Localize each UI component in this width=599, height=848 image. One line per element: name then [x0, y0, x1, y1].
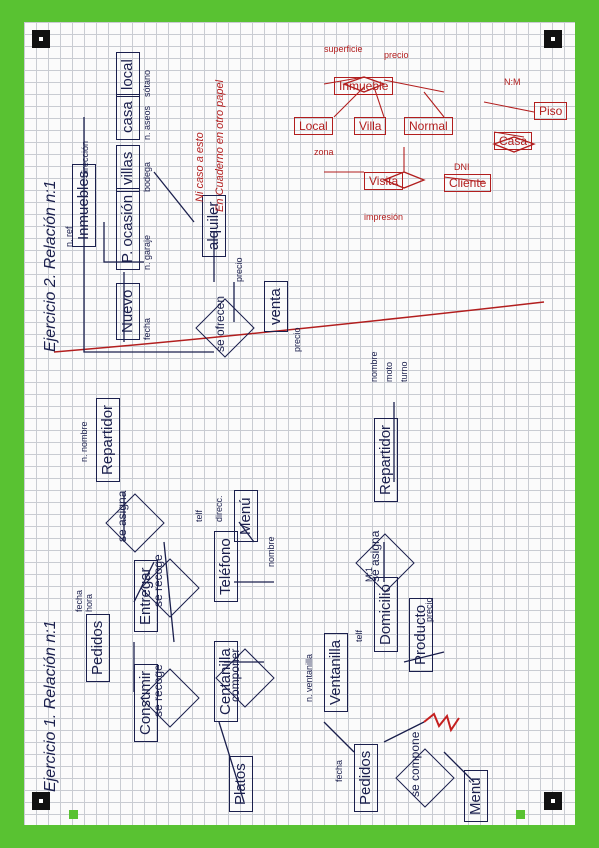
attr-telefono-direcc: direcc. — [214, 495, 224, 522]
note-cuaderno: En Cuaderno en otro papel — [214, 79, 226, 212]
relation-label-componer: componer — [228, 648, 242, 702]
entity-ex3-pedidos: Pedidos — [354, 743, 378, 812]
entity-menu: Menú — [234, 490, 258, 542]
corner-marker-top-right — [544, 30, 562, 48]
relation-label-se-recoge-2: se recoge — [151, 664, 165, 717]
attr-menu-nombre: nombre — [266, 536, 276, 567]
attr-ex3-card-m1: M:1 — [364, 566, 374, 582]
attr-pedidos-hora: hora — [84, 593, 94, 612]
corner-dot — [69, 810, 78, 819]
red-attr-zona: zona — [314, 147, 334, 157]
attr-pocasion-garaje: n. garaje — [142, 234, 152, 270]
notebook-page: Ejercicio 2. Relación n:1 Ejercicio 1. R… — [24, 22, 575, 825]
red-entity-normal: Normal — [404, 117, 453, 135]
attr-nuevo-fecha: fecha — [142, 317, 152, 340]
attr-telefono-telf: telf — [194, 509, 204, 522]
red-entity-local: Local — [294, 117, 333, 135]
attr-alquiler-precio: precio — [234, 257, 244, 282]
red-entity-casa: Casa — [494, 132, 533, 150]
attr-ex3-repartidor-nombre: nombre — [369, 351, 379, 382]
attr-inmuebles-ref: n. ref — [64, 226, 74, 247]
red-attr-superficie: superficie — [324, 44, 363, 54]
exercise-1-title: Ejercicio 1. Relación n:1 — [42, 620, 59, 792]
entity-ex3-menu: Menú — [464, 770, 488, 822]
red-attr-dni: DNI — [454, 162, 470, 172]
exercise-2-title: Ejercicio 2. Relación n:1 — [42, 180, 59, 352]
attr-casa-aseos: n. aseos — [142, 105, 152, 140]
entity-repartidor: Repartidor — [96, 397, 120, 482]
entity-local: local — [116, 52, 140, 97]
red-attr-impresion: impresión — [364, 212, 404, 222]
attr-repartidor-nombre: n. nombre — [79, 421, 89, 462]
attr-ex3-ventanilla: n. ventanilla — [304, 653, 314, 702]
corner-marker-top-left — [32, 30, 50, 48]
entity-casa: casa — [116, 94, 140, 140]
attr-venta-precio: precio — [292, 327, 302, 352]
diagram-lines — [53, 76, 545, 803]
attr-ex3-domicilio-telf: telf — [354, 629, 364, 642]
entity-ex3-ventanilla: Ventanilla — [324, 632, 348, 712]
relation-label-ex3-se-compone: se compone — [408, 731, 422, 797]
note-ni-caso: Ni caso a esto — [194, 132, 206, 202]
attr-ex3-repartidor-moto: moto — [384, 361, 394, 382]
corner-marker-bottom-right — [544, 792, 562, 810]
entity-pocasion: P. ocasión — [116, 187, 140, 270]
attr-ex3-pedidos-fecha: fecha — [334, 759, 344, 782]
red-card-nm: N:M — [504, 77, 521, 87]
entity-nuevo: Nuevo — [116, 282, 140, 340]
relation-label-se-recoge-1: se recoge — [151, 554, 165, 607]
attr-villas-bodega: bodega — [142, 161, 152, 192]
attr-ex3-repartidor-turno: turno — [399, 361, 409, 382]
entity-platos: Platos — [229, 756, 253, 812]
attr-pedidos-fecha: fecha — [74, 589, 84, 612]
attr-ex3-producto-precio: precio — [424, 597, 434, 622]
relation-label-se-asigna: se asigna — [115, 490, 129, 542]
entity-pedidos: Pedidos — [86, 613, 110, 682]
entity-ex3-repartidor: Repartidor — [374, 417, 398, 502]
red-entity-villa: Villa — [354, 117, 387, 135]
relation-label-se-ofrecen: se ofrecen — [213, 295, 227, 352]
entity-villas: villas — [116, 144, 140, 192]
corner-dot — [516, 810, 525, 819]
attr-local-sotano: sótano — [142, 69, 152, 97]
red-entity-cliente: Cliente — [444, 174, 492, 192]
red-entity-piso: Piso — [534, 102, 568, 120]
red-entity-inmueble: Inmueble — [334, 77, 394, 95]
red-attr-precio: precio — [384, 50, 409, 60]
red-entity-visita: Visita — [364, 172, 404, 190]
corner-marker-bottom-left — [32, 792, 50, 810]
attr-inmuebles-dir: dirección — [80, 140, 90, 177]
entity-venta: venta — [264, 281, 288, 332]
